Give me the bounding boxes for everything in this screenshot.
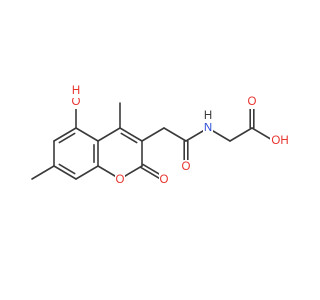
lactone-carbonyl-oxygen-label-background	[159, 173, 169, 187]
amide-oxygen-label-background	[181, 160, 191, 174]
lactone-carbonyl-oxygen-label: O	[160, 174, 169, 186]
amide-nitrogen-label: N	[204, 122, 212, 134]
acid-carbonyl-oxygen-label-background	[247, 95, 257, 109]
bond-c3-c4	[119, 127, 143, 142]
bond-c3-ch2	[141, 127, 165, 142]
bond-c7-c8	[53, 165, 77, 180]
bond-c4a-c5	[75, 127, 99, 142]
ring-oxygen-label: O	[116, 174, 125, 186]
hydroxyl-oxygen-label: O	[72, 96, 81, 108]
acid-carbonyl-oxygen-label: O	[248, 96, 257, 108]
bond-ch2-camide	[163, 127, 187, 142]
ring-oxygen-label-background	[115, 173, 125, 187]
bond-c5-c6	[53, 127, 77, 142]
bond-c7-methyl	[31, 165, 55, 180]
hydroxyl-hydrogen-label-background	[71, 84, 81, 98]
amide-hydrogen-label: H	[204, 110, 212, 122]
bond-c5-c6-double	[58, 132, 76, 144]
hydroxyl-hydrogen-label: H	[72, 85, 80, 97]
bond-c7-c8-double	[58, 163, 76, 175]
hydroxyl-oxygen-label-background	[71, 95, 81, 109]
bond-c8-c8a	[75, 165, 99, 180]
acid-hydroxyl-label-background	[270, 134, 290, 148]
bond-c3-c4-double	[120, 132, 138, 144]
bond-ch2-cacid	[229, 127, 253, 142]
acid-hydroxyl-label: OH	[271, 135, 288, 147]
bond-c4-c4a	[97, 127, 121, 142]
amide-hydrogen-label-background	[203, 109, 213, 123]
amide-oxygen-label: O	[182, 161, 191, 173]
amide-nitrogen-label-background	[203, 121, 213, 135]
